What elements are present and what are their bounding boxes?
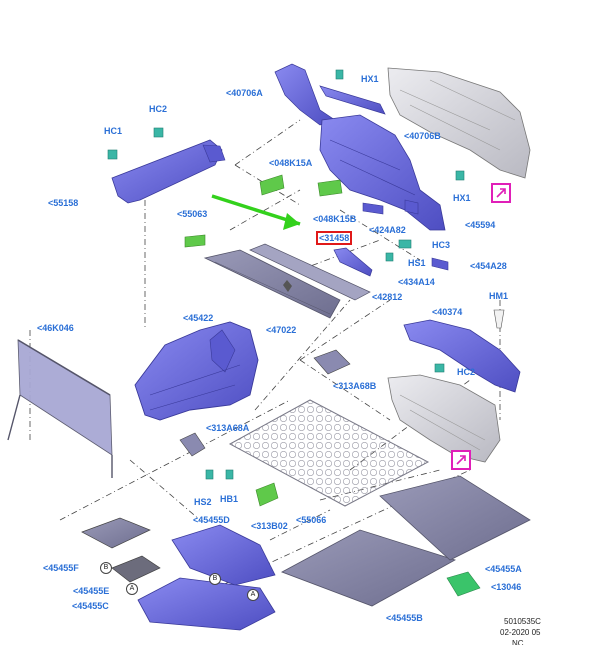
part-label-45455E: <45455E (73, 586, 110, 596)
floor-trim-pieces (81, 475, 531, 631)
right-bracket-grey (387, 374, 501, 463)
part-label-424A82: <424A82 (369, 225, 406, 235)
upper-side-trim (274, 63, 449, 277)
fastener-label-hc1: HC1 (104, 126, 123, 136)
part-label-31458-highlighted: <31458 (315, 231, 353, 245)
brackets (179, 349, 351, 457)
part-label-13046: <13046 (491, 582, 522, 592)
part-label-47022: <47022 (266, 325, 297, 335)
callout-arrow-icon-2 (451, 450, 471, 470)
key-marker-a-right: A (247, 589, 259, 601)
part-label-40706B: <40706B (404, 131, 441, 141)
part-label-45455A: <45455A (485, 564, 522, 574)
part-label-313A68B: <313A68B (333, 381, 377, 391)
part-label-313A68A: <313A68A (206, 423, 250, 433)
part-label-46K046: <46K046 (37, 323, 74, 333)
fastener-label-hb1: HB1 (220, 494, 239, 504)
part-label-45455C: <45455C (72, 601, 109, 611)
fastener-label-hc2-right: HC2 (457, 367, 476, 377)
fastener-label-hx1-right: HX1 (453, 193, 471, 203)
green-parts (184, 174, 343, 507)
fastener-label-hm1: HM1 (489, 291, 509, 301)
part-label-42812: <42812 (372, 292, 403, 302)
key-marker-b-right: B (209, 573, 221, 585)
fastener-label-hx1-top: HX1 (361, 74, 379, 84)
cargo-cover (203, 243, 371, 319)
fastener-label-hc2-top: HC2 (149, 104, 168, 114)
part-label-45422: <45422 (183, 313, 214, 323)
part-label-45455D: <45455D (193, 515, 230, 525)
part-label-55063: <55063 (177, 209, 208, 219)
part-label-313B02: <313B02 (251, 521, 288, 531)
drawing-number: 5010535C (504, 617, 541, 626)
part-label-434A14: <434A14 (398, 277, 435, 287)
fastener-label-hc3: HC3 (432, 240, 451, 250)
upper-left-trim (111, 139, 226, 204)
key-marker-a: A (126, 583, 138, 595)
fastener-clips (107, 69, 505, 480)
part-label-45455B: <45455B (386, 613, 423, 623)
part-label-55066: <55066 (296, 515, 327, 525)
part-label-048K15A: <048K15A (269, 158, 313, 168)
callout-arrow-icon (491, 183, 511, 203)
left-quarter-trim (134, 321, 259, 421)
drawing-tag: NC (512, 639, 524, 645)
part-label-40706A: <40706A (226, 88, 263, 98)
cargo-partition-blind (7, 339, 113, 478)
right-side-trim (403, 319, 521, 393)
part-label-048K15B: <048K15B (313, 214, 357, 224)
part-label-45455F: <45455F (43, 563, 79, 573)
rear-panel-grey (387, 67, 531, 179)
fastener-label-hs2: HS2 (194, 497, 212, 507)
part-label-55158: <55158 (48, 198, 79, 208)
part-label-45594: <45594 (465, 220, 496, 230)
fastener-label-hs1: HS1 (408, 258, 426, 268)
cargo-net (228, 399, 430, 507)
key-marker-b: B (100, 562, 112, 574)
part-label-40374: <40374 (432, 307, 463, 317)
drawing-date: 02-2020 05 (500, 628, 541, 637)
part-label-454A28: <454A28 (470, 261, 507, 271)
pointer-arrow-icon (211, 194, 301, 230)
